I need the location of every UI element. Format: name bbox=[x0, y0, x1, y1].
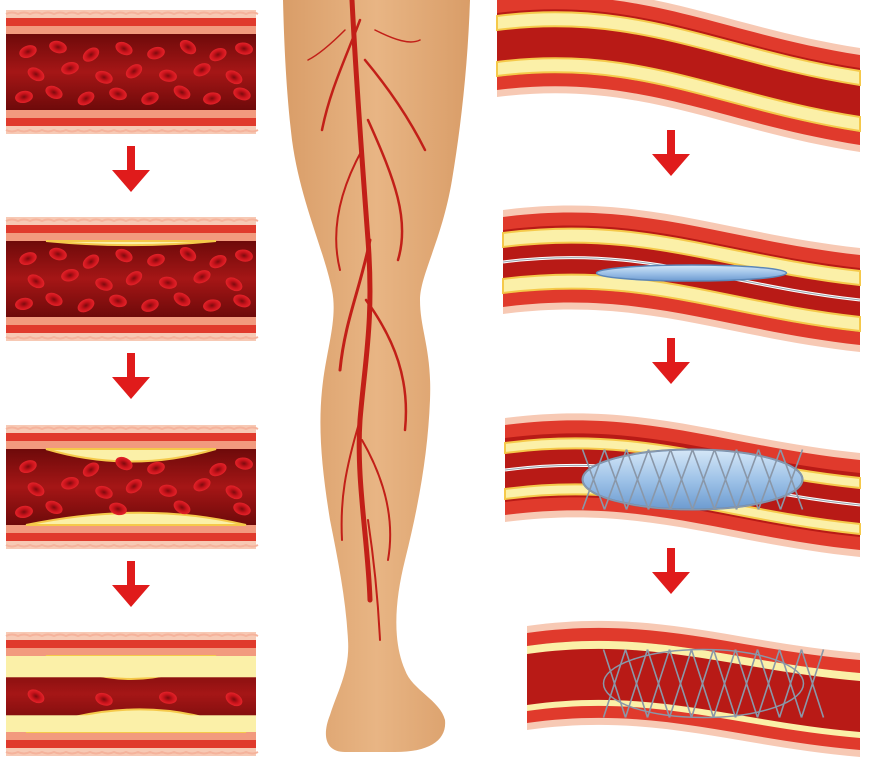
plaque-layer-top bbox=[6, 656, 256, 677]
right-panel-catheter-with-balloon-inserted bbox=[503, 205, 860, 352]
right-arrow-2 bbox=[652, 338, 690, 384]
left-panel-healthy-artery bbox=[6, 10, 258, 134]
left-panel-moderate-plaque bbox=[6, 425, 258, 549]
left-panel-early-plaque bbox=[6, 217, 258, 341]
right-panel-narrowed-artery bbox=[497, 0, 860, 152]
left-arrow-3 bbox=[112, 561, 150, 607]
left-arrow-2 bbox=[112, 353, 150, 399]
plaque-layer-bottom bbox=[6, 715, 256, 732]
left-column-progression bbox=[6, 10, 258, 756]
deflated-balloon bbox=[597, 265, 787, 281]
right-arrow-1 bbox=[652, 130, 690, 176]
leg-silhouette bbox=[283, 0, 470, 752]
right-panel-balloon-inflated-stent-expanded bbox=[505, 413, 860, 557]
leg-illustration bbox=[283, 0, 470, 752]
left-panel-severe-plaque bbox=[6, 632, 258, 756]
left-arrow-1 bbox=[112, 146, 150, 192]
right-panel-stent-in-place bbox=[527, 621, 860, 757]
right-arrow-3 bbox=[652, 548, 690, 594]
right-column-stent-procedure bbox=[497, 0, 860, 757]
